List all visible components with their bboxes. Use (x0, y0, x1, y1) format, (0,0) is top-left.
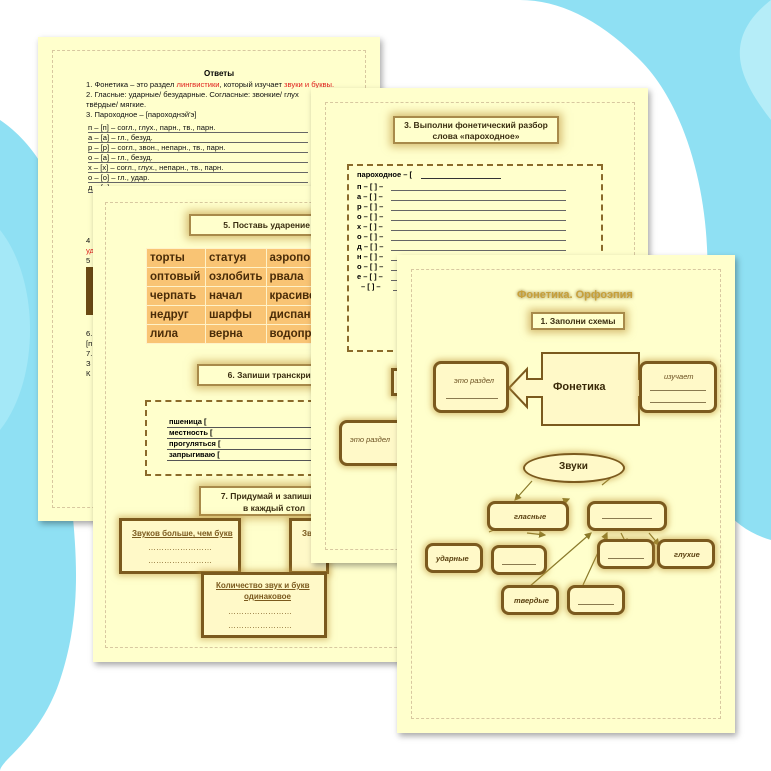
table-cell: озлобить (205, 267, 267, 287)
word-transcription: пароходное – [ (357, 170, 413, 179)
table-cell: недруг (146, 305, 206, 325)
front-page: Фонетика. Орфоэпия 1. Заполни схемы Фоне… (397, 255, 735, 733)
letter-row: а – [ ] – (357, 192, 383, 201)
table-cell: оптовый (146, 267, 206, 287)
table-cell: начал (205, 286, 267, 306)
answer-6: 6. (86, 329, 93, 338)
letter-row: н – [ ] – (357, 252, 384, 261)
letter-row: – [ ] – (361, 282, 381, 291)
vowels-box: гласные (487, 501, 569, 531)
answer-1: 1. Фонетика – это раздел лингвистики, ко… (86, 80, 335, 89)
table-cell: черпать (146, 286, 206, 306)
answer-3: 3. Пароходное – [пароходнэй'э] (86, 110, 197, 119)
sounds-oval: Звуки (523, 453, 625, 483)
letter-row: р – [ ] – (357, 202, 384, 211)
answer-2: 2. Гласные: ударные/ безударные. Согласн… (86, 90, 299, 99)
answer-4-cont: уд (86, 246, 94, 255)
studies-box: изучает (639, 361, 717, 413)
consonants-box (587, 501, 667, 531)
more-sounds-box: Звуков больше, чем букв …………………… …………………… (119, 518, 241, 574)
scheme-diagram (488, 352, 676, 588)
table-cell: торты (146, 248, 206, 268)
page-title: Фонетика. Орфоэпия (517, 289, 633, 301)
table-cell: лила (146, 324, 206, 344)
answers-title: Ответы (204, 69, 235, 78)
letter-row: о – [ ] – (357, 212, 384, 221)
stressed-box: ударные (425, 543, 483, 573)
answer-row: р – [р] – согл., звон., непарн., тв., па… (88, 143, 226, 152)
answer-6-cont: [п (86, 339, 93, 348)
table-cell: статуя (205, 248, 267, 268)
letter-row: д – [ ] – (357, 242, 384, 251)
answer-row: п – [п] – согл., глух., парн., тв., парн… (88, 123, 216, 132)
answer-7-cont: З (86, 359, 91, 368)
word-item: местность [ (169, 428, 213, 437)
table-cell: верна (205, 324, 267, 344)
letter-row: е – [ ] – (357, 272, 383, 281)
section-of-box: это раздел (433, 361, 509, 413)
voiceless-box: глухие (657, 539, 715, 569)
answer-row: а – [а] – гл., безуд. (88, 133, 153, 142)
word-item: прогуляться [ (169, 439, 221, 448)
answer-7: 7. (86, 349, 93, 358)
table-cell: шарфы (205, 305, 267, 325)
unstressed-box (491, 545, 547, 575)
letter-row: х – [ ] – (357, 222, 383, 231)
answer-7-cont2: К (86, 369, 91, 378)
hard-box: твердые (501, 585, 559, 615)
answer-2-cont: твёрдые/ мягкие. (86, 100, 147, 109)
word-item: запрыгиваю [ (169, 450, 220, 459)
word-item: пшеница [ (169, 417, 207, 426)
phonetics-label: Фонетика (553, 381, 606, 393)
answer-row: х – [х] – согл., глух., непарн., тв., па… (88, 163, 224, 172)
answer-4: 4 (86, 236, 91, 245)
answer-5: 5 (86, 256, 91, 265)
letter-row: п – [ ] – (357, 182, 384, 191)
answer-row: о – [а] – гл., безуд. (88, 153, 153, 162)
equal-count-box: Количество звук и букв одинаковое ………………… (201, 572, 327, 638)
letter-row: о – [ ] – (357, 262, 384, 271)
soft-box (567, 585, 625, 615)
letter-row: о – [ ] – (357, 232, 384, 241)
task-1-header: 1. Заполни схемы (531, 312, 625, 330)
table-fragment (86, 267, 96, 315)
answer-row: о – [о] – гл., удар. (88, 173, 150, 182)
voiced-box (597, 539, 655, 569)
